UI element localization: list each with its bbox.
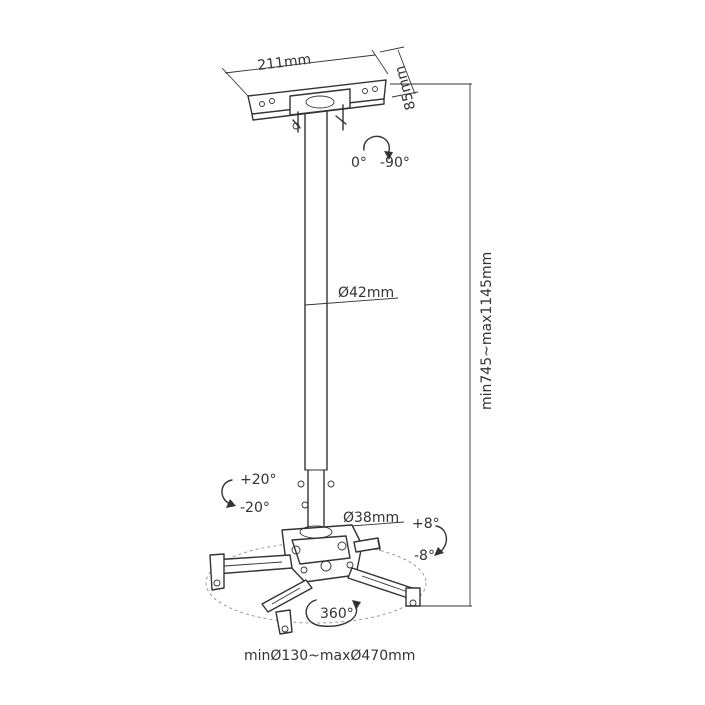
swivel-indicator: +8° -8° (412, 516, 447, 564)
tilt-plus20-label: +20° (240, 472, 277, 488)
plate-width-dimension: 211mm (221, 49, 389, 97)
tilt-minus90-label: -90° (380, 155, 410, 171)
projector-bracket (209, 524, 421, 635)
inner-pole-diameter-label: Ø38mm (343, 510, 399, 526)
tilt-zero-label: 0° (351, 155, 367, 171)
tilt-minus20-label: -20° (240, 500, 270, 516)
tilt-20-indicator: +20° -20° (221, 472, 277, 516)
inner-pole-diameter-dimension: Ø38mm (323, 510, 405, 529)
height-range-label: min745~max1145mm (479, 252, 495, 410)
swivel-plus8-label: +8° (412, 516, 440, 532)
arrow-up-icon (352, 600, 361, 610)
height-dimension: min745~max1145mm (390, 83, 495, 607)
ceiling-plate (247, 79, 387, 133)
pole-diameter-dimension: Ø42mm (304, 285, 399, 306)
arrow-right-icon (226, 499, 236, 508)
rotation-indicator: 360° (305, 599, 361, 627)
pole-diameter-label: Ø42mm (338, 285, 394, 301)
arrow-down-icon (384, 151, 393, 160)
inner-pole (301, 469, 325, 529)
plate-depth-label: 85mm (392, 64, 419, 112)
swivel-minus8-label: -8° (414, 548, 435, 564)
arm-span-label: minØ130~maxØ470mm (244, 648, 415, 664)
rotation-label: 360° (320, 606, 354, 622)
plate-width-label: 211mm (257, 52, 313, 74)
tilt-90-indicator: 0° -90° (351, 135, 410, 171)
outer-pole (297, 111, 335, 488)
arrow-left-icon (434, 547, 444, 556)
